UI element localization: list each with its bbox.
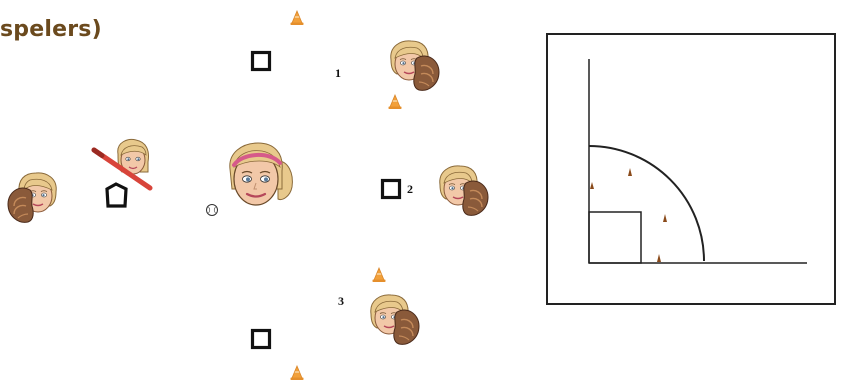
base-2-square-icon: [380, 178, 402, 200]
base-number-2: 2: [407, 182, 413, 197]
field-overview-diagram: [546, 33, 836, 305]
cone-icon: [289, 10, 305, 26]
catcher-glove-icon: [4, 170, 64, 226]
base-3-square-icon: [250, 328, 272, 350]
cone-icon: [387, 94, 403, 110]
pitcher-face-icon: [222, 139, 298, 217]
base-number-3: 3: [338, 294, 344, 309]
fielder-3-glove-icon: [363, 292, 423, 348]
softball-icon: [205, 203, 219, 217]
base-1-square-icon: [250, 50, 272, 72]
fielder-2-glove-icon: [432, 163, 492, 219]
cone-icon: [289, 365, 305, 381]
fielder-1-glove-icon: [383, 38, 443, 94]
field-overview-svg: [546, 33, 836, 305]
home-plate-icon: [101, 181, 131, 211]
drill-diagram: 1 2 3: [0, 0, 520, 381]
cone-icon: [371, 267, 387, 283]
base-number-1: 1: [335, 66, 341, 81]
